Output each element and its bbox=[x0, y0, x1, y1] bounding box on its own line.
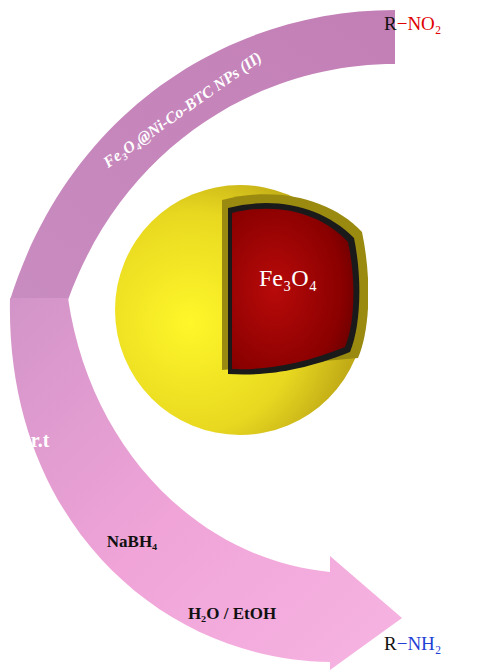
product-label: R−NH₂ bbox=[384, 634, 441, 655]
reactant-label: R−NO₂ bbox=[384, 14, 441, 35]
reagent-label: NaBH₄ bbox=[107, 533, 157, 552]
condition-label: r.t bbox=[31, 429, 50, 451]
catalyst-name: Fe₃O₄@Ni-Co-BTC NPs (II) bbox=[100, 49, 265, 172]
core-shell-sphere: Fe₃O₄ bbox=[112, 182, 368, 438]
reduction-arrow: r.tNaBH₄ H₂O / EtOH bbox=[0, 290, 420, 672]
core-shell-sphere-shape bbox=[112, 182, 368, 438]
solvent-label: H₂O / EtOH bbox=[188, 605, 276, 624]
core-label: Fe₃O₄ bbox=[259, 265, 317, 291]
